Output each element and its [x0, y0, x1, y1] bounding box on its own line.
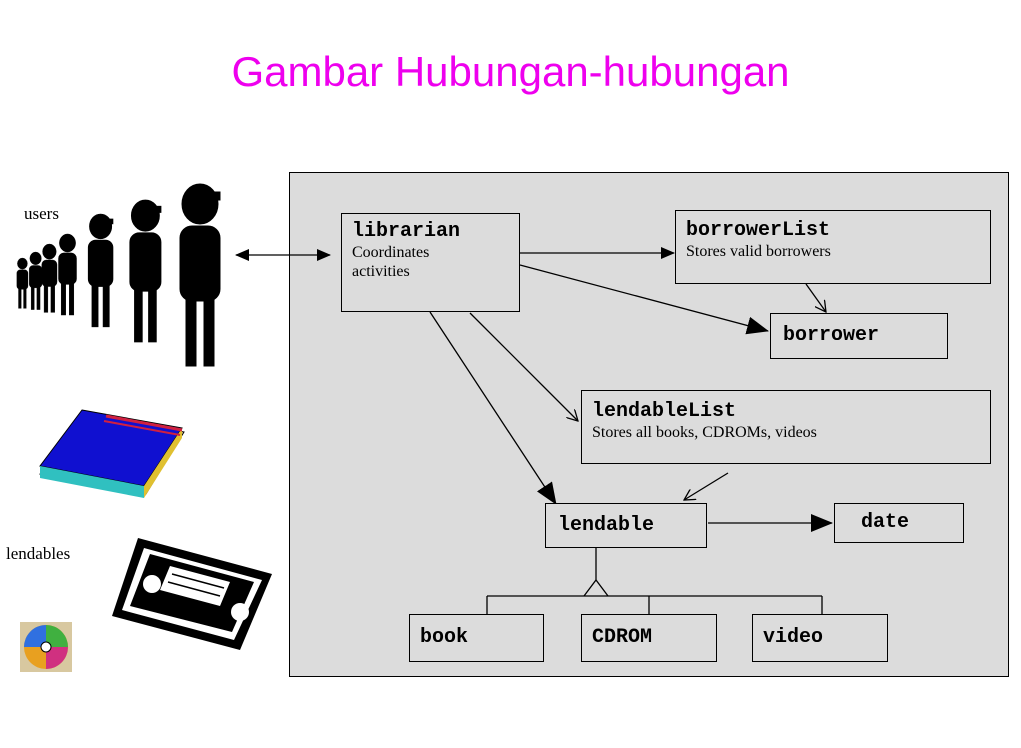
date-name: date: [861, 511, 910, 534]
librarian-name: librarian: [352, 220, 461, 243]
cdrom-name: CDROM: [592, 626, 653, 649]
borrowerlist-name: borrowerList: [686, 219, 831, 242]
borrowerlist-box: borrowerList Stores valid borrowers: [675, 210, 991, 284]
book-name: book: [420, 626, 469, 649]
lendables-label: lendables: [6, 544, 71, 563]
borrower-name: borrower: [783, 324, 880, 347]
date-box: date: [834, 503, 964, 543]
borrower-box: borrower: [770, 313, 948, 359]
users-label: users: [24, 204, 59, 223]
lendable-name: lendable: [558, 514, 655, 537]
cdrom-box: CDROM: [581, 614, 717, 662]
video-name: video: [763, 626, 824, 649]
librarian-desc-2: activities: [352, 263, 410, 280]
lendablelist-name: lendableList: [592, 400, 737, 423]
videotape-icon: [112, 538, 272, 650]
diagram-title: Gambar Hubungan-hubungan: [231, 48, 790, 95]
librarian-desc-1: Coordinates: [352, 244, 430, 261]
borrowerlist-desc: Stores valid borrowers: [686, 243, 831, 260]
book-icon: [39, 409, 185, 498]
video-box: video: [752, 614, 888, 662]
cdrom-icon: [20, 622, 72, 672]
lendable-box: lendable: [545, 503, 707, 548]
librarian-box: librarian Coordinates activities: [341, 213, 520, 312]
users-people-icon: [16, 183, 221, 367]
book-box: book: [409, 614, 544, 662]
lendablelist-desc: Stores all books, CDROMs, videos: [592, 424, 817, 441]
lendablelist-box: lendableList Stores all books, CDROMs, v…: [581, 390, 991, 464]
